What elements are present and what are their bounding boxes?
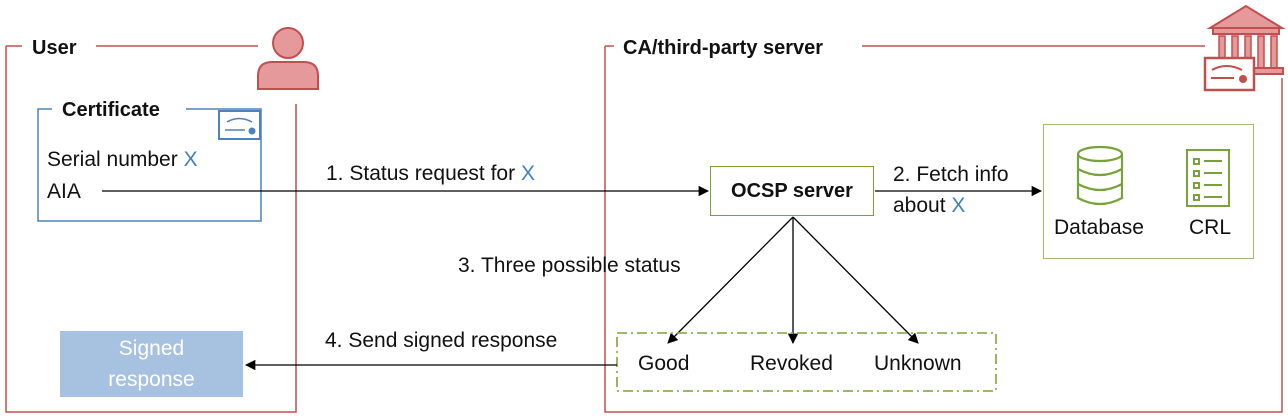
signed-response-line2: response — [108, 368, 195, 391]
certificate-icon — [218, 110, 261, 140]
crl-list-icon — [1186, 149, 1230, 207]
step2-variable: X — [951, 194, 966, 217]
step2-line1: 2. Fetch info — [893, 163, 1009, 186]
certificate-title: Certificate — [56, 98, 166, 122]
step3-label: 3. Three possible status — [458, 254, 681, 277]
step1-label: 1. Status request for X — [326, 162, 535, 186]
serial-variable: X — [183, 148, 198, 171]
ocsp-server-label: OCSP server — [731, 179, 853, 202]
arrow-to-unknown — [792, 216, 919, 344]
signed-response-box: Signed response — [60, 331, 243, 397]
user-panel-border — [5, 46, 297, 413]
step2-text: about — [893, 194, 946, 217]
step4-label: 4. Send signed response — [325, 329, 558, 352]
status-revoked: Revoked — [750, 352, 833, 375]
step1-text: 1. Status request for — [326, 162, 516, 185]
aia-label: AIA — [47, 180, 81, 203]
arrow-to-good — [667, 216, 794, 344]
serial-number-row: Serial number X — [47, 148, 198, 172]
data-sources-box — [1043, 124, 1254, 259]
serial-number-label: Serial number — [47, 148, 178, 171]
step1-variable: X — [520, 162, 535, 185]
bank-building-icon — [1203, 4, 1286, 92]
crl-label: CRL — [1189, 216, 1232, 239]
ocsp-server-node: OCSP server — [710, 166, 874, 216]
user-panel-title: User — [24, 36, 85, 60]
status-unknown: Unknown — [874, 352, 962, 375]
certificate-box — [37, 108, 262, 222]
status-good: Good — [638, 352, 690, 375]
status-options-box — [616, 332, 997, 392]
ca-panel-border — [604, 46, 1283, 413]
database-label: Database — [1054, 216, 1144, 239]
step2-line2: about X — [893, 194, 965, 218]
ca-panel-title: CA/third-party server — [615, 36, 832, 60]
database-icon — [1076, 145, 1124, 206]
user-icon — [257, 27, 319, 90]
signed-response-line1: Signed — [118, 337, 185, 360]
